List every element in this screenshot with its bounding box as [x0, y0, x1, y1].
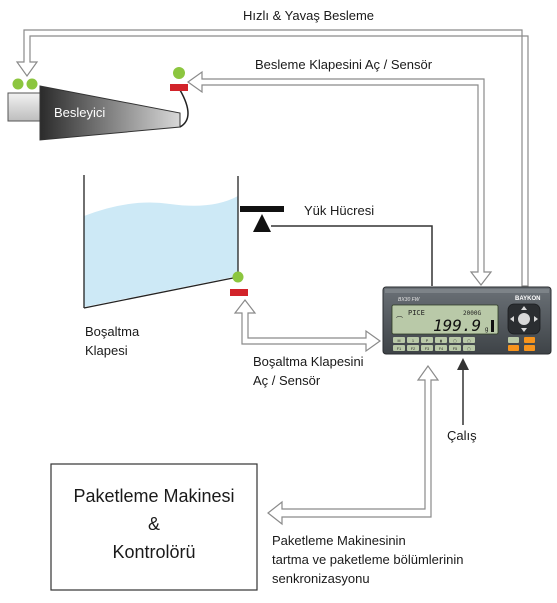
indicator-display [391, 304, 499, 335]
sync-label-line3: senkronizasyonu [272, 571, 370, 586]
packaging-machine-box [50, 463, 258, 591]
load-cell-icon [240, 206, 433, 286]
feeder-label: Besleyici [54, 105, 106, 120]
run-arrow [457, 358, 469, 425]
indicator-brand: BAYKON [515, 296, 540, 302]
keypad-key-label: ▮ [440, 339, 442, 343]
discharge-sensor-label: Boşaltma Klapesini Aç / Sensör [253, 352, 364, 390]
tare-key[interactable] [524, 337, 535, 343]
zero-key[interactable] [524, 345, 535, 351]
discharge-gate-label-line2: Klapesi [85, 343, 128, 358]
indicator-model: BX30 FW [398, 297, 421, 303]
display-right-text: 2000G [463, 310, 481, 317]
feed-gate-sensor-icon [173, 67, 185, 79]
keypad-key-label: F1 [397, 347, 401, 351]
keypad-key-label: P [426, 339, 429, 343]
keypad-key-label: ▢ [467, 347, 471, 351]
display-left-text: PICE [408, 309, 425, 317]
keypad-key-label: F5 [453, 347, 457, 351]
fast-slow-feed-arrow [15, 29, 529, 287]
discharge-sensor-label-line1: Boşaltma Klapesini [253, 354, 364, 369]
fn-key[interactable] [508, 337, 519, 343]
feed-gate-icon [170, 84, 188, 91]
keypad-key[interactable] [407, 337, 419, 343]
discharge-gate-label-line1: Boşaltma [85, 324, 140, 339]
keypad-key[interactable] [463, 337, 475, 343]
keypad-key-label: F4 [439, 347, 443, 351]
display-stable-icon: ⌒ [396, 316, 403, 324]
fast-slow-feed-label: Hızlı & Yavaş Besleme [243, 8, 375, 23]
sync-label: Paketleme Makinesinin tartma ve paketlem… [272, 531, 463, 588]
discharge-gate-icon [230, 289, 248, 296]
keypad-key[interactable] [393, 337, 405, 343]
keypad-key-label: ▢ [467, 339, 471, 343]
sync-label-line1: Paketleme Makinesinin [272, 533, 406, 548]
load-cell-label: Yük Hücresi [304, 203, 375, 218]
keypad-key[interactable] [449, 337, 461, 343]
discharge-gate-label: Boşaltma Klapesi [85, 322, 139, 360]
feed-gate-arrow [186, 70, 493, 286]
nav-left-key[interactable] [510, 316, 514, 322]
keypad-key-label: F3 [425, 347, 429, 351]
nav-right-key[interactable] [534, 316, 538, 322]
nav-up-key[interactable] [521, 306, 527, 310]
discharge-sensor-label-line2: Aç / Sensör [253, 373, 321, 388]
packaging-machine-line1: Paketleme Makinesi [73, 486, 235, 506]
display-unit: g [485, 327, 488, 333]
keypad-key-label: F2 [411, 347, 415, 351]
enter-key[interactable] [518, 313, 530, 325]
sync-arrow [267, 364, 440, 526]
feed-gate-label: Besleme Klapesini Aç / Sensör [255, 57, 433, 72]
discharge-arrow [233, 299, 382, 353]
keypad-key[interactable] [435, 337, 447, 343]
nav-down-key[interactable] [521, 328, 527, 332]
feeder-sensor-icon [12, 78, 24, 90]
keypad-key-label: 1 [412, 339, 414, 343]
packaging-machine-line3: Kontrolörü [112, 542, 196, 562]
packaging-machine-label: Paketleme Makinesi & Kontrolörü [51, 482, 257, 566]
weigh-hopper [83, 175, 248, 309]
keypad-key-label: M [398, 339, 401, 343]
print-key[interactable] [508, 345, 519, 351]
run-label: Çalış [447, 428, 477, 443]
sync-label-line2: tartma ve paketleme bölümlerinin [272, 552, 464, 567]
keypad-key[interactable] [421, 337, 433, 343]
keypad-key[interactable] [449, 345, 461, 351]
keypad-key[interactable] [435, 345, 447, 351]
indicator-keypad: M 1 P ▮ ▢ ▢ F1 F2 F3 F4 F5 ▢ [393, 337, 475, 351]
weighing-indicator: BX30 FW BAYKON PICE 2000G 199.9 g ⌒ M 1 P ▮… [382, 286, 552, 355]
display-value: 199.9 [433, 316, 481, 335]
feeder-sensor-icon [26, 78, 38, 90]
feeder [7, 67, 189, 141]
keypad-key-label: ▢ [453, 339, 457, 343]
keypad-key[interactable] [421, 345, 433, 351]
keypad-key[interactable] [463, 345, 475, 351]
discharge-sensor-icon [232, 271, 244, 283]
keypad-key[interactable] [407, 345, 419, 351]
keypad-key[interactable] [393, 345, 405, 351]
packaging-machine-line2: & [147, 514, 160, 534]
